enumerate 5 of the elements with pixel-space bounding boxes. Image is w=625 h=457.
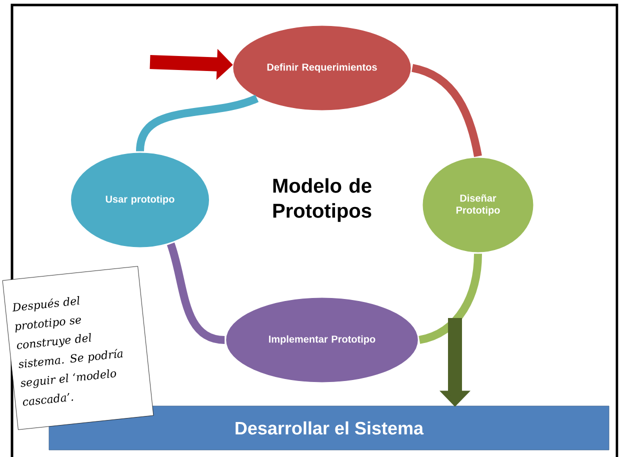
diagram-title: Modelo de Prototipos	[273, 178, 372, 222]
sticky-note: Después del prototipo se construye del sistema. Se podría seguir el ‘modelo cascada’.	[2, 266, 154, 430]
ring-arc	[418, 254, 482, 344]
ring-arc	[411, 64, 482, 157]
banner-bar: Desarrollar el Sistema	[48, 406, 610, 450]
